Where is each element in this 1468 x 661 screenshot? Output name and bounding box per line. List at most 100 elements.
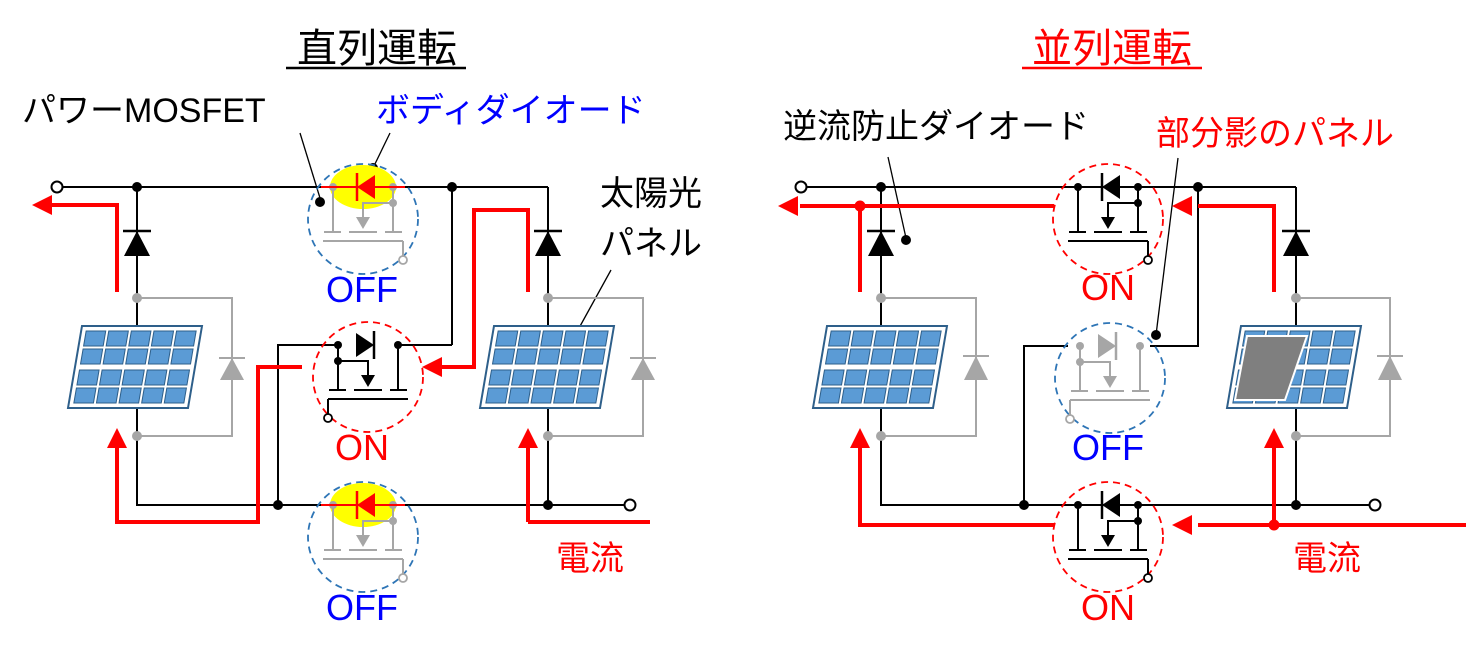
panel-cell (128, 330, 152, 347)
body-connection (1080, 361, 1111, 376)
node-dot (394, 341, 402, 349)
panel-cell (582, 348, 606, 365)
parallel-operation-panel: 並列運転 逆流防止ダイオード 部分影のパネル 電流 (778, 27, 1466, 628)
solar-panel-shaded (1225, 325, 1363, 409)
node-dot (1074, 501, 1082, 509)
on-indicator-ring (1052, 163, 1164, 275)
panel-cell (1322, 387, 1347, 404)
current-label: 電流 (556, 540, 624, 578)
panel-cell (121, 369, 145, 386)
panel-cell (824, 348, 849, 365)
body-connection (362, 520, 393, 535)
current-arrow-up (1264, 428, 1284, 448)
state-label-top: ON (1081, 267, 1135, 308)
bypass-node (1291, 431, 1301, 441)
panel-cell (170, 348, 194, 365)
body-connection (362, 202, 393, 217)
panel-cell (485, 387, 509, 404)
state-label-bottom: ON (1081, 587, 1135, 628)
panel-cell (537, 348, 561, 365)
panel-cell (840, 387, 865, 404)
series-current-path (52, 203, 530, 524)
panel-cell (850, 330, 874, 347)
bypass-node (876, 293, 886, 303)
current-arrow-up (107, 428, 127, 448)
solar-panel-right (478, 325, 616, 409)
bypass-node (132, 293, 142, 303)
junction-dot (132, 182, 142, 192)
current-label-parallel: 電流 (1293, 540, 1361, 578)
bypass-node (543, 431, 553, 441)
node-dot (389, 199, 397, 207)
panel-cell (821, 369, 845, 386)
bypass-diode-right (548, 297, 656, 437)
panel-cell (514, 348, 538, 365)
mosfet-switch-bottom (1052, 481, 1164, 593)
body-connection (1107, 202, 1138, 217)
panel-cell (915, 348, 939, 365)
current-arrow-out (32, 195, 52, 215)
off-indicator-ring (307, 481, 419, 593)
panel-cell (1309, 330, 1334, 347)
panel-cell (73, 387, 97, 404)
body-arrow (1101, 535, 1115, 547)
panel-cell (163, 387, 188, 404)
blocking-diode-label: 逆流防止ダイオード (783, 108, 1089, 146)
panel-cell (843, 369, 868, 386)
junction-dot (1291, 500, 1301, 510)
parallel-title: 並列運転 (1032, 27, 1192, 71)
panel-cell (95, 387, 120, 404)
panel-cell (98, 369, 123, 386)
body-connection (1107, 520, 1138, 535)
off-indicator-ring (1054, 322, 1166, 434)
node-dot (334, 357, 342, 365)
blocking-diode-leader-dot (901, 235, 911, 245)
body-diode-leader-line (372, 132, 391, 169)
panel-cell (105, 330, 129, 347)
on-indicator-ring (312, 321, 424, 433)
panel-cell (118, 387, 142, 404)
panel-cell (873, 330, 897, 347)
junction-dot (447, 182, 457, 192)
gate-terminal (323, 413, 333, 423)
bypass-node (132, 431, 142, 441)
panel-cell (540, 330, 564, 347)
panel-cell (585, 330, 609, 347)
body-diode-triangle (357, 493, 375, 517)
panel-cell (1306, 348, 1331, 365)
blocking-diode-leader-line (887, 156, 907, 239)
terminal-top-left (794, 180, 808, 194)
state-label-middle: OFF (1072, 427, 1144, 468)
panel-cell (847, 348, 871, 365)
panel-cell (1303, 369, 1327, 386)
panel-cell (863, 387, 887, 404)
bypass-node (876, 431, 886, 441)
panel-cell (494, 330, 519, 347)
blocking-diode-left (867, 229, 895, 256)
solar-panel-label-line1: 太陽光 (600, 175, 702, 213)
bypass-node (1291, 293, 1301, 303)
panel-cell (125, 348, 149, 365)
panel-cell (507, 387, 532, 404)
panel-cell (141, 387, 165, 404)
mosfet-switch-bottom (307, 481, 419, 593)
body-diode-triangle (357, 175, 375, 199)
solar-panel-left (811, 325, 949, 409)
terminal-bottom-right (1368, 498, 1382, 512)
current-arrow-up (850, 428, 870, 448)
panel-cell (892, 348, 917, 365)
panel-cell (488, 369, 512, 386)
body-connection (338, 360, 369, 375)
body-diode-triangle (1098, 334, 1116, 358)
bypass-node (543, 293, 553, 303)
panel-cell (1300, 387, 1324, 404)
panel-cell (827, 330, 852, 347)
panel-cell (517, 330, 541, 347)
node-dot (1134, 183, 1142, 191)
gate-terminal (1065, 414, 1075, 424)
panel-cell (895, 330, 920, 347)
terminal-top-left (50, 180, 64, 194)
node-dot (1076, 358, 1084, 366)
current-arrow-up (518, 428, 538, 448)
